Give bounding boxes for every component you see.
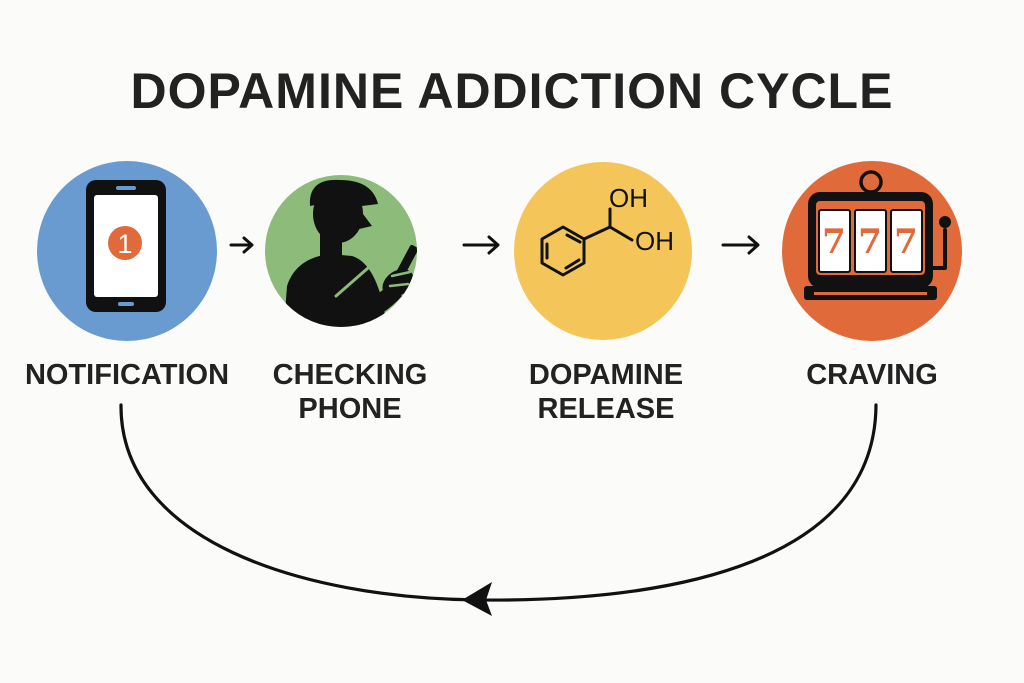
reel-middle: 7 xyxy=(858,222,882,262)
arrow-right-icon xyxy=(229,236,254,254)
label-dopamine-line2: RELEASE xyxy=(538,393,675,425)
label-checking-line1: CHECKING xyxy=(273,359,428,391)
slot-machine-icon: 7 7 7 xyxy=(804,170,951,300)
notification-badge-count: 1 xyxy=(117,229,132,259)
arrow-left-icon xyxy=(462,582,492,616)
phone-notification-icon: 1 xyxy=(86,180,166,312)
cycle-return-arc xyxy=(119,403,878,602)
hydroxyl-label-top: OH xyxy=(609,183,648,213)
step-craving: 7 7 7 xyxy=(782,161,962,341)
person-checking-phone-icon xyxy=(283,179,417,327)
step-notification: 1 xyxy=(37,161,217,341)
hydroxyl-label-right: OH xyxy=(635,226,674,256)
label-craving: CRAVING xyxy=(806,359,938,391)
arrow-right-icon xyxy=(721,235,760,255)
label-notification: NOTIFICATION xyxy=(25,359,229,391)
diagram-title: DOPAMINE ADDICTION CYCLE xyxy=(130,63,894,119)
reel-right: 7 xyxy=(894,222,918,262)
label-dopamine-line1: DOPAMINE xyxy=(529,359,683,391)
arrow-right-icon xyxy=(462,235,500,255)
label-checking-line2: PHONE xyxy=(298,393,401,425)
molecule-icon xyxy=(540,207,634,277)
step-checking-phone xyxy=(265,175,417,327)
step-dopamine-release: OH OH xyxy=(514,162,692,340)
reel-left: 7 xyxy=(822,222,846,262)
dopamine-circle xyxy=(514,162,692,340)
notification-badge xyxy=(108,226,142,260)
